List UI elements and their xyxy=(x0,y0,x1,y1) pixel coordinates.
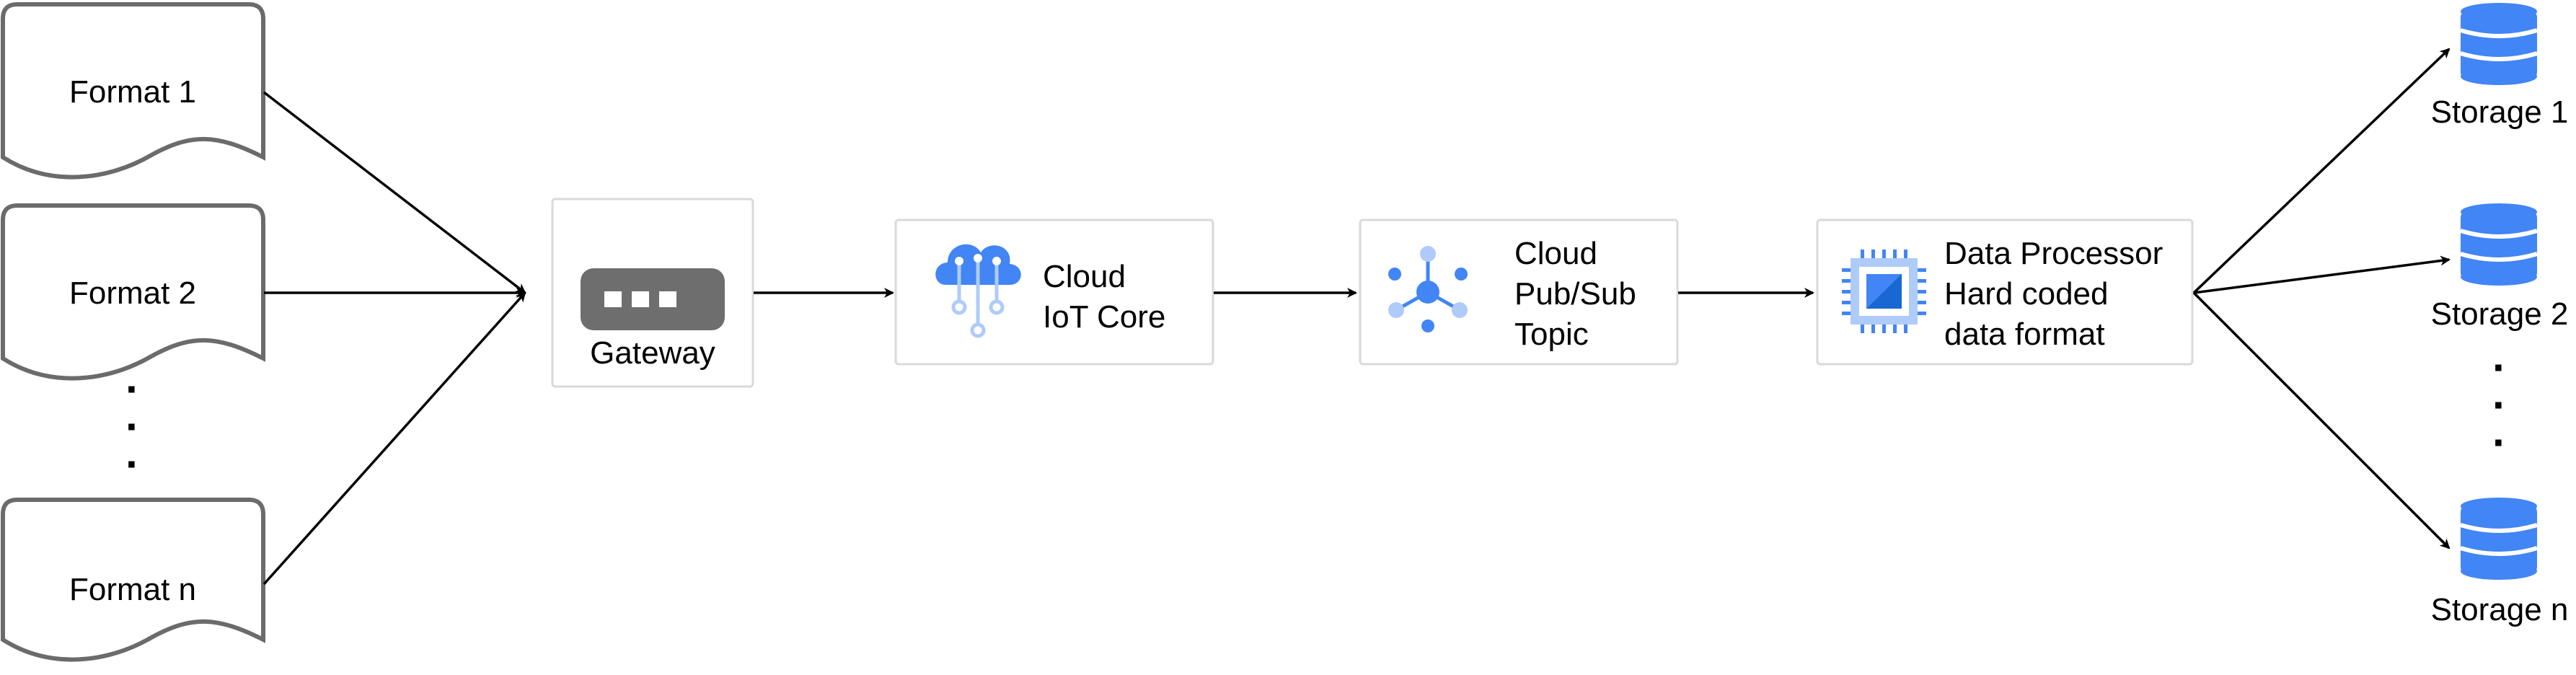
iot-core-label-line2: IoT Core xyxy=(1043,299,1165,335)
gateway-icon xyxy=(581,268,725,330)
source-ellipsis: · · · xyxy=(125,365,140,488)
storage-label: Storage n xyxy=(2431,592,2569,627)
svg-text:·: · xyxy=(125,402,140,451)
pubsub-box xyxy=(1359,219,1679,366)
document-shape xyxy=(1,498,265,662)
gateway-node[interactable]: Gateway xyxy=(551,198,754,388)
edge-processor-storagen xyxy=(2192,291,2451,550)
source-label: Format 1 xyxy=(69,74,196,110)
processor-label-line3: data format xyxy=(1944,317,2105,352)
pubsub-label-line3: Topic xyxy=(1514,317,1589,352)
svg-text:·: · xyxy=(2492,381,2507,429)
svg-text:·: · xyxy=(125,365,140,413)
source-format-1[interactable]: Format 1 xyxy=(1,2,265,180)
storage-2[interactable]: Storage 2 xyxy=(2431,203,2569,332)
svg-text:·: · xyxy=(2492,343,2507,392)
source-format-n[interactable]: Format n xyxy=(1,498,265,662)
database-icon xyxy=(2460,3,2538,85)
edge-formatn-gateway xyxy=(263,291,526,586)
document-shape xyxy=(0,203,265,381)
source-label: Format 2 xyxy=(69,275,196,311)
edge-format1-gateway xyxy=(263,91,526,294)
svg-text:·: · xyxy=(125,440,140,488)
source-label: Format n xyxy=(69,572,196,607)
processor-chip-icon xyxy=(1842,250,1926,333)
edge-processor-storage2 xyxy=(2193,255,2451,294)
storage-label: Storage 2 xyxy=(2431,296,2569,332)
pubsub-label-line2: Pub/Sub xyxy=(1514,276,1636,312)
processor-label-line2: Hard coded xyxy=(1944,276,2108,312)
storage-1[interactable]: Storage 1 xyxy=(2431,3,2569,130)
gateway-label: Gateway xyxy=(590,335,715,371)
svg-text:·: · xyxy=(2492,418,2507,467)
iot-core-node[interactable]: Cloud IoT Core xyxy=(894,219,1214,366)
processor-label-line1: Data Processor xyxy=(1944,236,2163,271)
pubsub-label-line1: Cloud xyxy=(1514,236,1597,271)
storage-n[interactable]: Storage n xyxy=(2431,498,2569,627)
iot-core-label-line1: Cloud xyxy=(1043,259,1126,294)
processor-box xyxy=(1816,219,2194,366)
storage-label: Storage 1 xyxy=(2431,94,2569,130)
database-icon xyxy=(2460,498,2538,580)
database-icon xyxy=(2460,203,2538,286)
cloud-iot-core-icon xyxy=(935,244,1021,338)
storage-ellipsis: · · · xyxy=(2492,343,2507,467)
document-shape xyxy=(1,2,265,180)
pubsub-node[interactable]: Cloud Pub/Sub Topic xyxy=(1359,219,1679,366)
pubsub-icon xyxy=(1388,246,1468,332)
edge-processor-storage1 xyxy=(2192,48,2451,294)
processor-node[interactable]: Data Processor Hard coded data format xyxy=(1816,219,2194,366)
source-format-2[interactable]: Format 2 xyxy=(0,203,265,381)
